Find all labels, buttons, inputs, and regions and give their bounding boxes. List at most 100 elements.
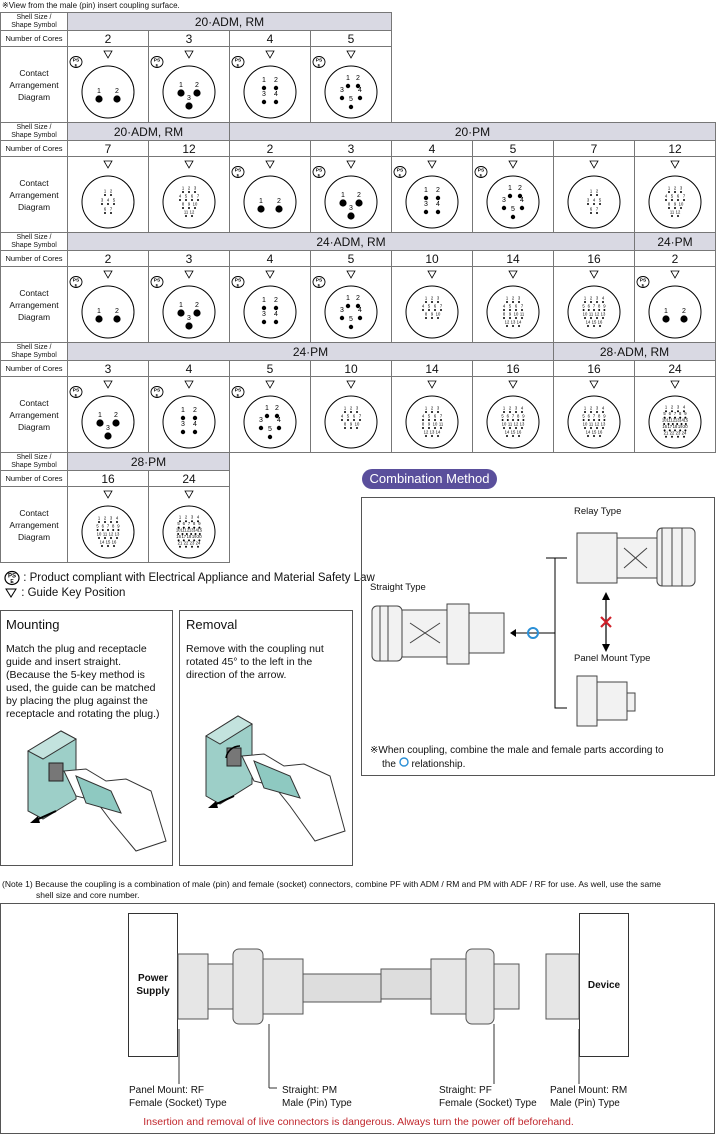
pin-number: 2 [350,405,353,410]
pin-number: 7 [512,413,515,418]
pin-dot [185,321,193,330]
svg-text:E: E [318,282,321,287]
pin-dot [185,532,188,535]
straight-connector [371,603,505,665]
pin-number: 14 [505,429,510,434]
connector-outline [243,285,297,338]
pin-dot [104,193,106,196]
pin-dot [674,416,676,419]
core-count: 10 [310,360,392,377]
core-count: 24 [148,470,230,487]
pin-number: 2 [509,405,512,410]
pin-number: 6 [515,303,518,308]
pin-dot [677,214,679,217]
pin-dot [587,434,589,437]
pin-number: 8 [503,311,506,316]
pin-dot [104,431,112,440]
pin-number: 17 [181,533,186,538]
pin-number: 1 [259,198,263,205]
guide-key-icon [346,50,356,59]
removal-title: Removal [186,617,238,632]
pin-number: 4 [521,405,524,410]
pin-dot [179,545,181,548]
pin-dot [191,519,193,522]
guide-key-icon [265,270,275,279]
pin-dot [582,418,585,421]
pin-dot [274,413,280,418]
pse-mark-icon: PSE [231,275,245,288]
svg-text:PS: PS [73,277,80,283]
pin-dot [671,214,673,217]
pin-dot [440,418,442,421]
svg-text:E: E [480,172,483,177]
guide-key-icon [103,490,113,499]
pin-number: 4 [107,197,110,202]
pin-number: 3 [181,421,185,428]
svg-text:E: E [318,62,321,67]
pin-number: 1 [98,515,101,520]
pin-number: 2 [357,192,361,199]
pin-number: 2 [277,198,281,205]
pse-mark-icon: PSE [636,275,650,288]
pin-number: 14 [100,539,105,544]
pin-number: 1 [181,407,185,414]
pin-dot [663,416,666,419]
pin-dot [261,85,267,90]
svg-text:PS: PS [154,57,161,63]
pin-number: 2 [195,302,199,309]
connector-outline [567,285,621,338]
warning-text: Insertion and removal of live connectors… [143,1116,574,1128]
pin-number: 4 [593,197,596,202]
pin-number: 13 [115,531,120,536]
pin-dot [112,528,115,531]
pin-number: 4 [503,303,506,308]
pin-dot [428,308,430,311]
pin-number: 5 [509,303,512,308]
pin-number: 10 [502,421,507,426]
pin-number: 13 [189,527,194,532]
pin-number: 5 [582,413,585,418]
cores-label: Number of Cores [0,30,68,47]
pin-number: 4 [358,307,362,314]
pin-number: 2 [274,297,278,304]
pin-dot [434,426,436,429]
svg-text:E: E [10,579,14,585]
svg-text:E: E [75,62,78,67]
pin-number: 7 [107,523,110,528]
pin-dot [590,426,592,429]
svg-text:PS: PS [235,277,242,283]
pin-dot [593,324,595,327]
guide-key-icon [103,270,113,279]
pin-number: 19 [678,423,683,428]
pin-number: 3 [680,185,683,190]
pin-number: 2 [115,88,119,95]
pin-dot [344,410,346,413]
connector-outline [81,395,135,448]
pin-number: 8 [668,201,671,206]
pin-dot [192,415,198,420]
pin-number: 1 [179,82,183,89]
pin-number: 7 [440,413,443,418]
pin-number: 9 [509,311,512,316]
pin-number: 11 [508,421,513,426]
pin-number: 5 [511,206,515,213]
connector-outline [324,175,378,228]
pin-number: 2 [590,405,593,410]
core-count: 16 [553,250,635,267]
pin-number: 15 [511,429,516,434]
svg-text:E: E [156,62,159,67]
pin-dot [197,519,199,522]
